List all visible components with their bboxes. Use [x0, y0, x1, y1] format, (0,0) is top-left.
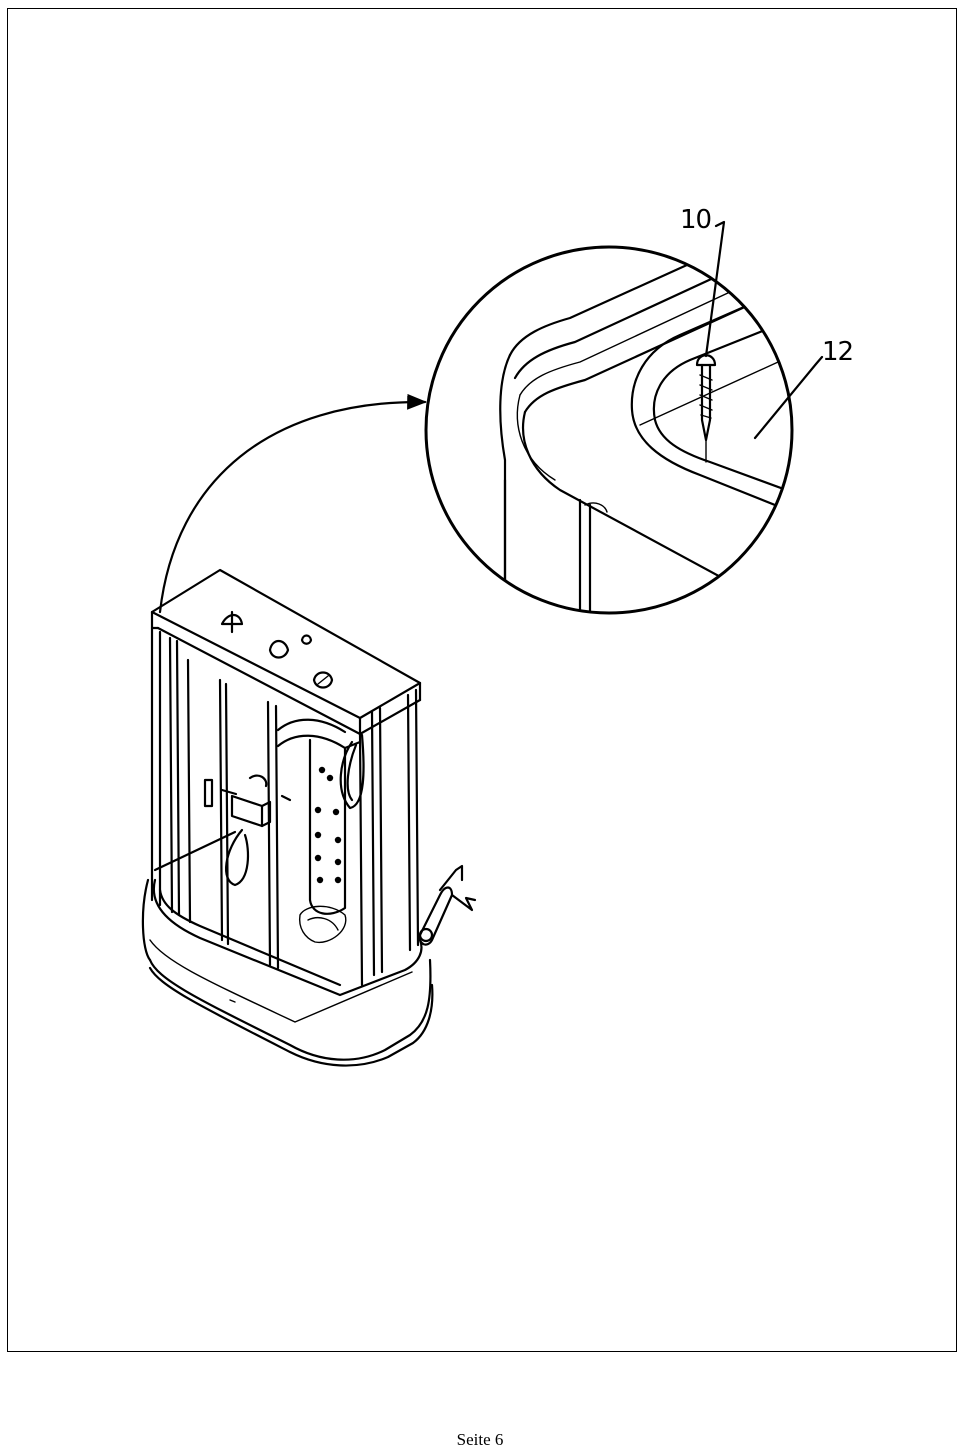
page-number: Seite 6 — [456, 1430, 504, 1449]
shower-cabin — [141, 568, 477, 1067]
page-border — [7, 8, 957, 1352]
callout-panel-number: 12 — [822, 337, 853, 367]
detail-leader-arrow — [158, 393, 427, 614]
callout-screw-number: 10 — [680, 205, 711, 235]
detail-view — [424, 220, 824, 615]
screw-part — [695, 354, 717, 463]
